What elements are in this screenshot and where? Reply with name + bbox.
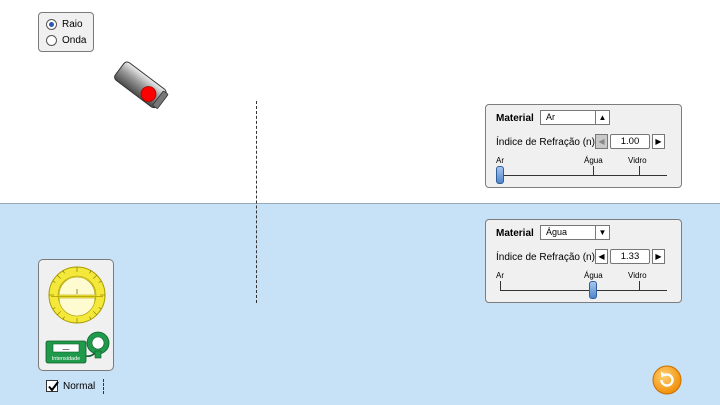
radio-wave[interactable]: Onda — [46, 32, 93, 48]
lower-material-combo-value: Água — [546, 227, 568, 237]
upper-index-decrease-button[interactable]: ◀ — [595, 134, 608, 149]
normal-legend-line — [103, 379, 104, 394]
lower-index-decrease-button[interactable]: ◀ — [595, 249, 608, 264]
protractor-icon[interactable] — [47, 265, 107, 325]
upper-index-slider-track[interactable] — [500, 175, 667, 176]
upper-scale-label-air: Ar — [496, 156, 504, 165]
lower-index-slider-thumb[interactable] — [589, 281, 597, 299]
lower-scale-tick — [500, 281, 501, 290]
radio-wave-indicator[interactable] — [46, 34, 57, 46]
upper-scale-label-water: Água — [584, 156, 603, 165]
laser-pointer[interactable] — [112, 56, 172, 116]
normal-checkbox-box[interactable] — [46, 380, 59, 392]
upper-material-title: Material — [496, 113, 534, 124]
upper-scale-label-glass: Vidro — [628, 156, 647, 165]
radio-ray[interactable]: Raio — [46, 16, 93, 32]
lower-index-increase-button[interactable]: ▶ — [652, 249, 665, 264]
upper-material-panel: Material Ar ▲ Índice de Refração (n) ◀ 1… — [485, 104, 682, 188]
lower-scale-tick — [639, 281, 640, 290]
reset-arrow-icon — [660, 371, 674, 387]
normal-checkbox[interactable]: Normal — [46, 380, 95, 392]
normal-line — [256, 101, 257, 303]
normal-checkbox-label: Normal — [63, 380, 96, 392]
lower-scale-label-air: Ar — [496, 271, 504, 280]
upper-index-value[interactable]: 1.00 — [610, 134, 650, 149]
lower-index-value[interactable]: 1.33 — [610, 249, 650, 264]
intensity-readout: — — [63, 346, 70, 353]
upper-scale-tick — [593, 166, 594, 175]
intensity-label: Intensidade — [52, 356, 80, 362]
lower-index-label: Índice de Refração (n) — [496, 252, 595, 263]
upper-index-increase-button[interactable]: ▶ — [652, 134, 665, 149]
lower-scale-label-glass: Vidro — [628, 271, 647, 280]
lower-index-slider-track[interactable] — [500, 290, 667, 291]
triangle-down-icon[interactable]: ▼ — [595, 226, 609, 239]
upper-scale-tick — [639, 166, 640, 175]
reset-button[interactable] — [652, 365, 682, 395]
upper-material-combo[interactable]: Ar ▲ — [540, 110, 610, 125]
radio-ray-label: Raio — [62, 18, 83, 30]
lower-scale-label-water: Água — [584, 271, 603, 280]
mode-panel: Raio Onda — [38, 12, 94, 52]
laser-button-icon — [140, 86, 157, 102]
triangle-up-icon[interactable]: ▲ — [595, 111, 609, 124]
upper-index-slider-thumb[interactable] — [496, 166, 504, 184]
radio-ray-indicator[interactable] — [46, 18, 57, 30]
lower-material-combo[interactable]: Água ▼ — [540, 225, 610, 240]
lower-material-title: Material — [496, 228, 534, 239]
upper-material-combo-value: Ar — [546, 112, 555, 122]
toolbox: — Intensidade — [38, 259, 114, 371]
intensity-meter-icon[interactable]: — Intensidade — [45, 331, 111, 365]
radio-wave-label: Onda — [62, 34, 87, 46]
checkmark-icon — [48, 381, 59, 392]
lower-material-panel: Material Água ▼ Índice de Refração (n) ◀… — [485, 219, 682, 303]
upper-index-label: Índice de Refração (n) — [496, 137, 595, 148]
